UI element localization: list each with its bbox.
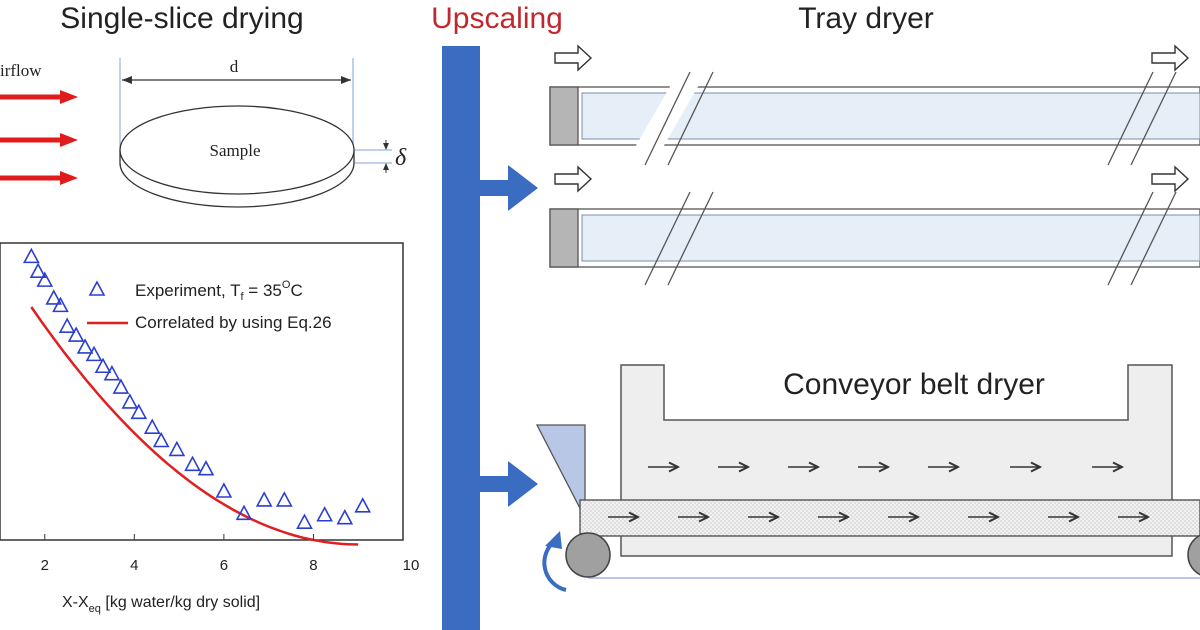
experiment-point — [296, 513, 313, 529]
tray-title: Tray dryer — [798, 2, 934, 35]
x-tick-label: 8 — [309, 557, 317, 574]
experiment-point — [336, 509, 354, 525]
belt-roller — [565, 532, 611, 578]
correlated-curve — [30, 306, 359, 546]
airflow-arrow-head — [60, 90, 78, 104]
break-mark — [1107, 191, 1154, 286]
chart-marks — [23, 247, 372, 546]
experiment-point — [85, 345, 103, 362]
tray-inlet-block — [549, 86, 579, 146]
experiment-point — [354, 497, 372, 513]
airflow-arrow-head — [60, 133, 78, 147]
rotation-arrow-head — [545, 531, 562, 549]
experiment-point — [76, 338, 94, 354]
belt-title: Conveyor belt dryer — [783, 368, 1045, 401]
legend-correlated: Correlated by using Eq.26 — [135, 313, 332, 332]
upscaling-label: Upscaling — [431, 2, 563, 35]
airflow-arrow-head — [60, 171, 78, 185]
air-outlet-arrow — [1151, 44, 1190, 72]
experiment-point — [36, 271, 54, 287]
thickness-label: δ — [395, 145, 407, 171]
experiment-point — [275, 491, 293, 507]
experiment-point — [235, 504, 253, 521]
experiment-point — [184, 455, 201, 472]
upscaling-arrow-to-tray — [478, 165, 538, 211]
legend-experiment: Experiment, Tf = 35OC — [135, 279, 303, 303]
break-mark — [1107, 71, 1154, 166]
upscaling-arrow-to-belt — [478, 461, 538, 507]
experiment-point — [94, 357, 112, 374]
chart-xlabel: X-Xeq [kg water/kg dry solid] — [62, 594, 260, 615]
experiment-point — [52, 296, 69, 313]
experiment-point — [143, 418, 161, 434]
belt-roller — [1187, 534, 1200, 576]
x-tick-label: 2 — [41, 557, 49, 574]
experiment-point — [255, 491, 273, 507]
conveyor-belt — [579, 499, 1200, 537]
break-mark — [1130, 191, 1177, 286]
diameter-dimension — [119, 58, 354, 150]
tray-2 — [549, 165, 1200, 286]
break-mark — [644, 71, 691, 166]
upscaling-bar — [442, 46, 480, 630]
experiment-point — [58, 317, 76, 333]
experiment-point — [197, 460, 215, 476]
airflow-arrows — [0, 90, 78, 185]
break-mark — [1130, 71, 1177, 166]
experiment-point — [112, 378, 130, 394]
air-outlet-arrow — [1151, 165, 1190, 193]
air-inlet-arrow — [554, 165, 593, 193]
left-title: Single-slice drying — [60, 2, 303, 35]
break-mark — [667, 191, 714, 286]
chart-ticks: 2 4 6 8 10 — [41, 534, 420, 574]
experiment-point — [29, 262, 47, 279]
x-tick-label: 10 — [403, 557, 420, 574]
airflow-label: irflow — [0, 61, 42, 80]
conveyor-dryer: Conveyor belt dryer — [535, 364, 1200, 592]
experiment-point — [130, 403, 148, 420]
break-mark — [644, 191, 691, 286]
experiment-point — [23, 247, 40, 264]
sample-label: Sample — [210, 141, 261, 160]
feed-hopper — [535, 424, 586, 519]
diameter-label: d — [230, 57, 239, 76]
chart-legend: Experiment, Tf = 35OC Correlated by usin… — [87, 279, 332, 332]
x-tick-label: 6 — [220, 557, 228, 574]
sample-disk — [119, 105, 355, 208]
tray-1 — [549, 44, 1200, 170]
legend-triangle-marker — [88, 280, 106, 296]
chart: 2 4 6 8 10 Experiment, Tf = 35OC Correlated … — [0, 242, 420, 615]
experiment-point — [215, 482, 233, 498]
experiment-point — [103, 364, 121, 381]
thickness-dimension — [355, 140, 392, 173]
x-tick-label: 4 — [130, 557, 138, 574]
experiment-point — [152, 431, 170, 448]
break-mark — [667, 71, 714, 166]
tray-inlet-block — [549, 208, 579, 268]
experiment-point — [121, 393, 139, 409]
experiment-point — [67, 326, 85, 342]
air-inlet-arrow — [554, 44, 593, 72]
experiment-point — [316, 506, 333, 522]
experiment-point — [168, 440, 186, 457]
experiment-point — [45, 289, 63, 305]
